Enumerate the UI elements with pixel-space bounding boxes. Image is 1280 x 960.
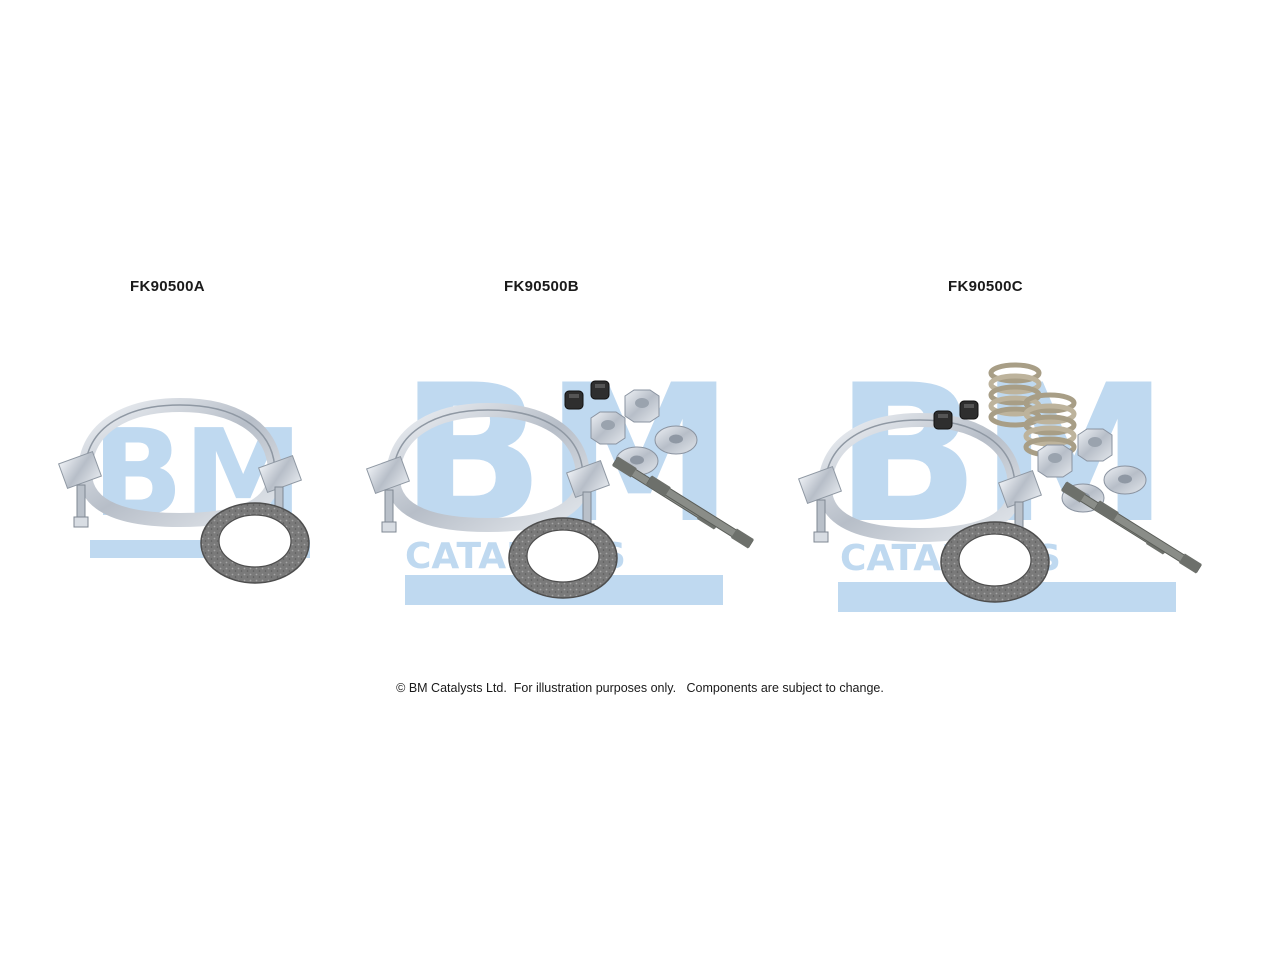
hex-nut — [624, 389, 660, 423]
washer — [1103, 465, 1147, 495]
lock-cap — [959, 400, 979, 420]
exhaust-gasket-ring — [940, 521, 1050, 603]
hex-nut — [1077, 428, 1113, 462]
kit-c-artwork: BM CATALYSTS — [799, 344, 1203, 612]
lock-cap — [933, 410, 953, 430]
kit-b-artwork: BM CATALYSTS — [367, 344, 755, 605]
lock-cap — [564, 390, 584, 410]
hex-nut — [590, 411, 626, 445]
lock-cap — [590, 380, 610, 400]
exhaust-gasket-ring — [508, 517, 618, 599]
washer — [654, 425, 698, 455]
kit-a-label: FK90500A — [130, 278, 205, 295]
exhaust-gasket-ring — [200, 502, 310, 584]
kit-c-label: FK90500C — [948, 278, 1023, 295]
kit-b-label: FK90500B — [504, 278, 579, 295]
hex-nut — [1037, 444, 1073, 478]
kit-a-artwork: BM — [59, 405, 310, 584]
copyright-footer: © BM Catalysts Ltd. For illustration pur… — [396, 681, 884, 695]
